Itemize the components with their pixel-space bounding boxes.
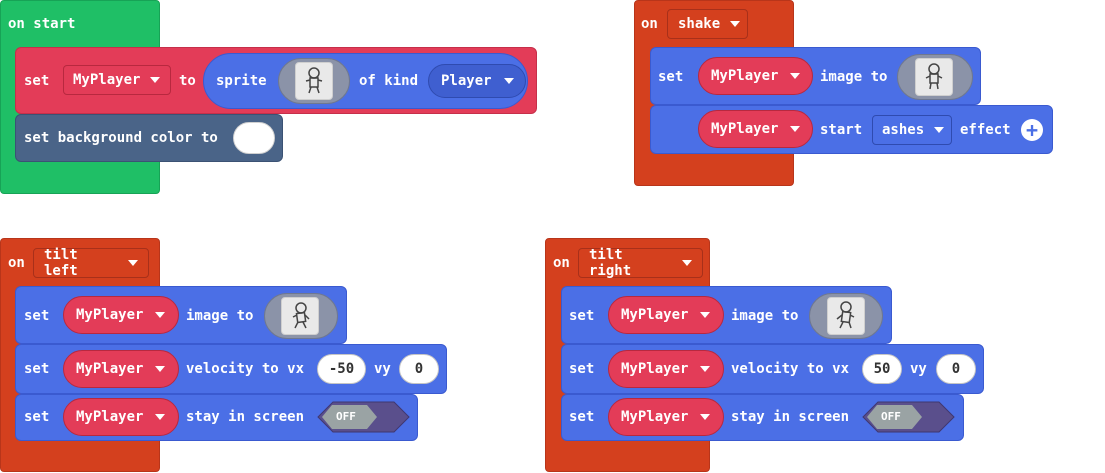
add-parameter-plus-icon[interactable]: + bbox=[1021, 119, 1043, 141]
effect-label: effect bbox=[960, 122, 1011, 138]
player-sprite-image[interactable] bbox=[295, 62, 333, 100]
variable-dropdown[interactable]: MyPlayer bbox=[608, 296, 724, 334]
toggle-state-label: OFF bbox=[881, 410, 901, 423]
chevron-down-icon bbox=[155, 414, 166, 420]
chevron-down-icon bbox=[730, 21, 741, 27]
sprite-figure-icon bbox=[836, 301, 855, 329]
toggle-switch-icon bbox=[317, 401, 410, 433]
variable-name: MyPlayer bbox=[76, 361, 144, 377]
set-label: set bbox=[658, 69, 684, 85]
variable-dropdown[interactable]: MyPlayer bbox=[698, 110, 813, 148]
variable-dropdown[interactable]: MyPlayer bbox=[608, 350, 724, 388]
sprite-image[interactable] bbox=[915, 58, 953, 96]
set-label: set bbox=[24, 308, 50, 324]
toggle-state-label: OFF bbox=[336, 410, 356, 423]
variable-dropdown[interactable]: MyPlayer bbox=[608, 398, 724, 436]
shake-event-dropdown[interactable]: shake bbox=[667, 9, 748, 39]
image-to-label: image to bbox=[820, 69, 888, 85]
chevron-down-icon bbox=[700, 366, 711, 372]
variable-name: MyPlayer bbox=[621, 409, 689, 425]
stay-in-screen-label: stay in screen bbox=[186, 409, 305, 425]
image-to-label: image to bbox=[731, 308, 799, 324]
kind-name: Player bbox=[441, 73, 492, 89]
sprite-image[interactable] bbox=[281, 297, 319, 335]
set-background-color-label: set background color to bbox=[24, 130, 218, 146]
chevron-down-icon bbox=[503, 78, 514, 84]
event-name: tilt left bbox=[44, 247, 78, 279]
variable-name: MyPlayer bbox=[711, 68, 779, 84]
to-label: to bbox=[179, 73, 196, 89]
sprite-label: sprite bbox=[216, 73, 267, 89]
on-label: on bbox=[553, 255, 570, 271]
vx-input[interactable]: -50 bbox=[317, 354, 366, 384]
on-start-label: on start bbox=[8, 16, 76, 32]
chevron-down-icon bbox=[790, 126, 801, 132]
vx-input[interactable]: 50 bbox=[862, 354, 902, 384]
variable-dropdown[interactable]: MyPlayer bbox=[63, 296, 179, 334]
chevron-down-icon bbox=[934, 127, 945, 133]
sprite-image[interactable] bbox=[827, 297, 865, 335]
tilt-left-event-dropdown[interactable]: tilt left bbox=[33, 247, 149, 279]
on-label: on bbox=[641, 16, 658, 32]
vy-label: vy bbox=[910, 361, 927, 377]
effect-name: ashes bbox=[882, 122, 925, 138]
stay-in-screen-toggle[interactable]: OFF bbox=[317, 401, 410, 433]
variable-name: MyPlayer bbox=[711, 121, 779, 137]
set-label: set bbox=[24, 73, 50, 89]
vy-input[interactable]: 0 bbox=[399, 354, 439, 384]
velocity-to-vx-label: velocity to vx bbox=[731, 361, 850, 377]
velocity-to-vx-label: velocity to vx bbox=[186, 361, 305, 377]
set-label: set bbox=[569, 409, 595, 425]
set-label: set bbox=[569, 308, 595, 324]
chevron-down-icon bbox=[700, 414, 711, 420]
chevron-down-icon bbox=[150, 77, 161, 83]
variable-name: MyPlayer bbox=[621, 307, 689, 323]
tilt-right-event-dropdown[interactable]: tilt right bbox=[578, 247, 703, 279]
chevron-down-icon bbox=[155, 312, 166, 318]
variable-name: MyPlayer bbox=[76, 409, 144, 425]
set-label: set bbox=[24, 409, 50, 425]
set-label: set bbox=[569, 361, 595, 377]
chevron-down-icon bbox=[682, 260, 692, 266]
variable-dropdown[interactable]: MyPlayer bbox=[63, 350, 179, 388]
vy-label: vy bbox=[374, 361, 391, 377]
stay-in-screen-label: stay in screen bbox=[731, 409, 850, 425]
player-sprite-icon bbox=[305, 67, 323, 94]
background-color-swatch[interactable] bbox=[233, 122, 275, 154]
on-label: on bbox=[8, 255, 25, 271]
chevron-down-icon bbox=[155, 366, 166, 372]
chevron-down-icon bbox=[790, 73, 801, 79]
effect-dropdown[interactable]: ashes bbox=[872, 115, 952, 145]
toggle-switch-icon bbox=[862, 401, 955, 433]
variable-name: MyPlayer bbox=[73, 72, 141, 88]
sprite-figure-icon bbox=[292, 302, 310, 329]
variable-dropdown[interactable]: MyPlayer bbox=[63, 398, 179, 436]
variable-dropdown[interactable]: MyPlayer bbox=[698, 57, 813, 95]
chevron-down-icon bbox=[128, 260, 138, 266]
event-name: shake bbox=[678, 16, 721, 32]
event-name: tilt right bbox=[589, 247, 632, 279]
stay-in-screen-toggle[interactable]: OFF bbox=[862, 401, 955, 433]
variable-name: MyPlayer bbox=[76, 307, 144, 323]
kind-dropdown[interactable]: Player bbox=[428, 64, 526, 98]
image-to-label: image to bbox=[186, 308, 254, 324]
chevron-down-icon bbox=[700, 312, 711, 318]
of-kind-label: of kind bbox=[359, 73, 419, 89]
vy-input[interactable]: 0 bbox=[936, 354, 976, 384]
start-label: start bbox=[820, 122, 863, 138]
sprite-figure-icon bbox=[925, 63, 943, 90]
variable-name: MyPlayer bbox=[621, 361, 689, 377]
set-label: set bbox=[24, 361, 50, 377]
variable-dropdown[interactable]: MyPlayer bbox=[63, 65, 171, 95]
